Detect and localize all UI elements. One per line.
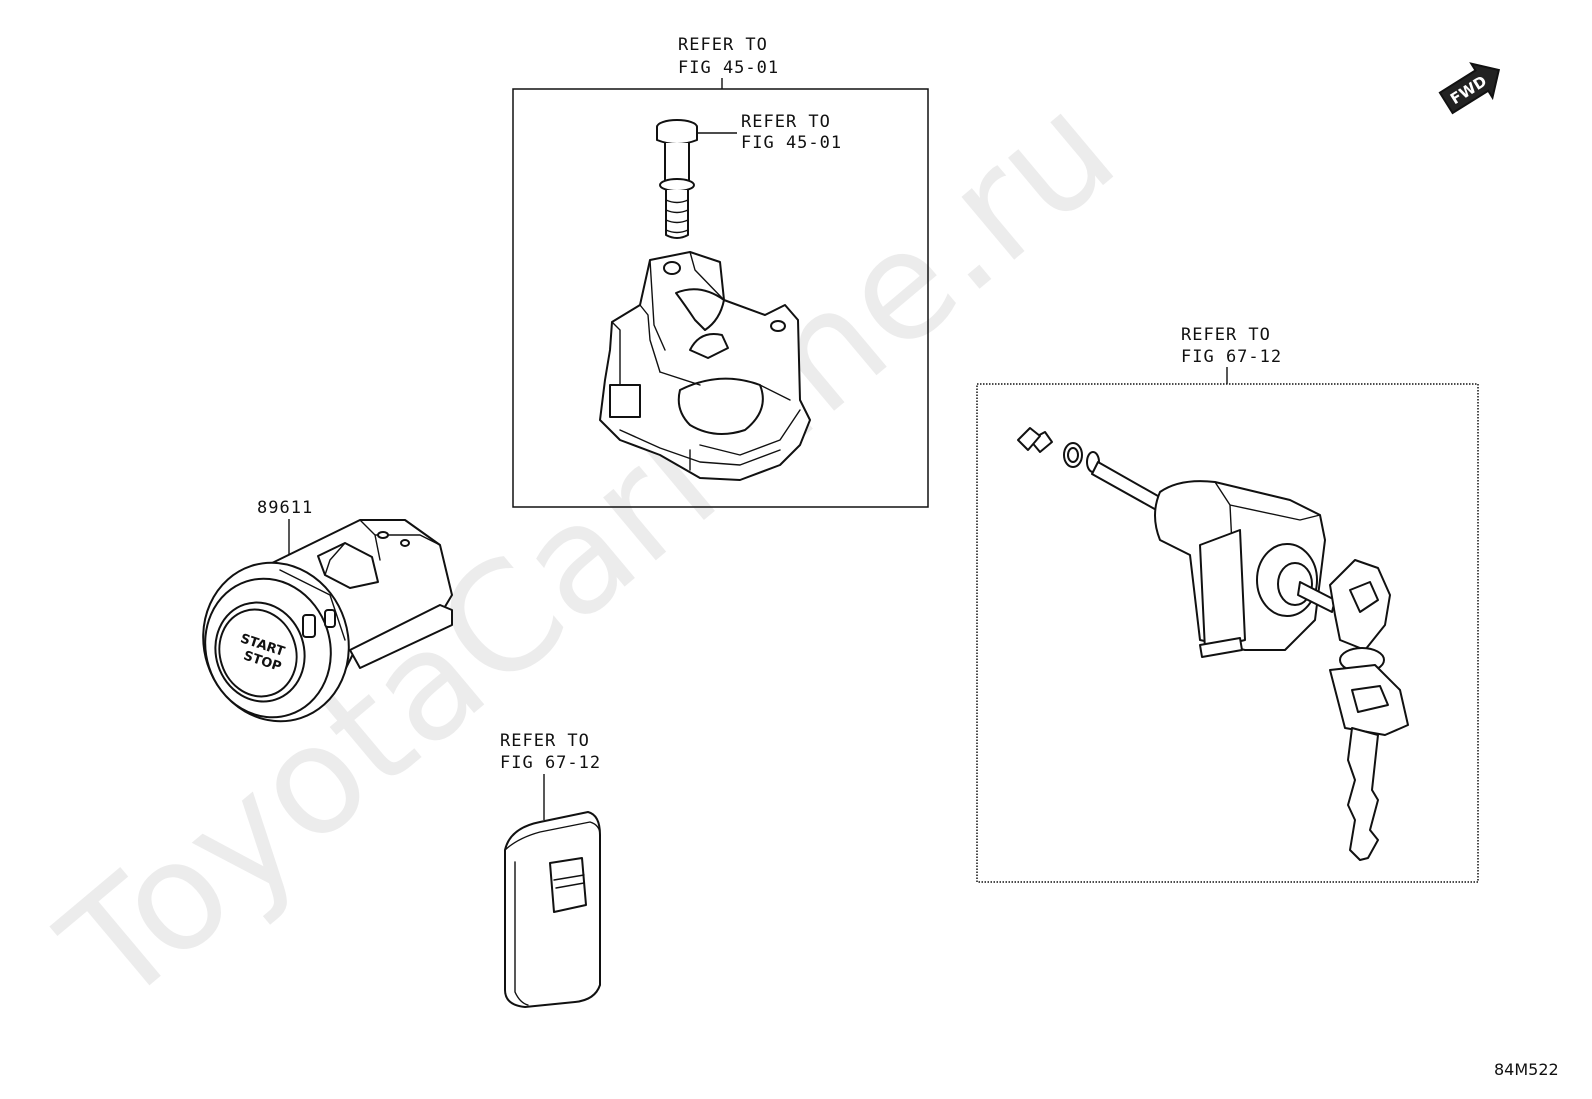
- bolt-label-line1: REFER TO: [741, 112, 831, 132]
- start-stop-switch: START STOP: [202, 519, 453, 723]
- right-reference-box: [976, 383, 1479, 883]
- bolt: [656, 119, 698, 239]
- fwd-arrow-icon: FWD: [1438, 62, 1501, 115]
- bolt-callout: REFER TO FIG 45-01: [697, 112, 842, 153]
- top-reference-box: [512, 88, 929, 508]
- bolt-label-line2: FIG 45-01: [741, 133, 842, 153]
- drawing-code: 84M522: [1494, 1060, 1559, 1079]
- fob-callout: REFER TO FIG 67-12: [500, 731, 601, 820]
- part-number-label: 89611: [257, 498, 313, 518]
- fob-label-line2: FIG 67-12: [500, 753, 601, 773]
- right-callout: REFER TO FIG 67-12: [1181, 325, 1282, 384]
- top-box-label-line1: REFER TO: [678, 35, 768, 55]
- right-box-label-line1: REFER TO: [1181, 325, 1271, 345]
- top-box-label-line2: FIG 45-01: [678, 58, 779, 78]
- key-fob: [504, 811, 601, 1008]
- top-callout: REFER TO FIG 45-01: [678, 35, 779, 89]
- steering-lock-housing: [599, 251, 811, 481]
- fob-label-line1: REFER TO: [500, 731, 590, 751]
- ignition-lock-cylinder: [1017, 427, 1409, 861]
- part-number-callout: 89611: [257, 498, 313, 560]
- right-box-label-line2: FIG 67-12: [1181, 347, 1282, 367]
